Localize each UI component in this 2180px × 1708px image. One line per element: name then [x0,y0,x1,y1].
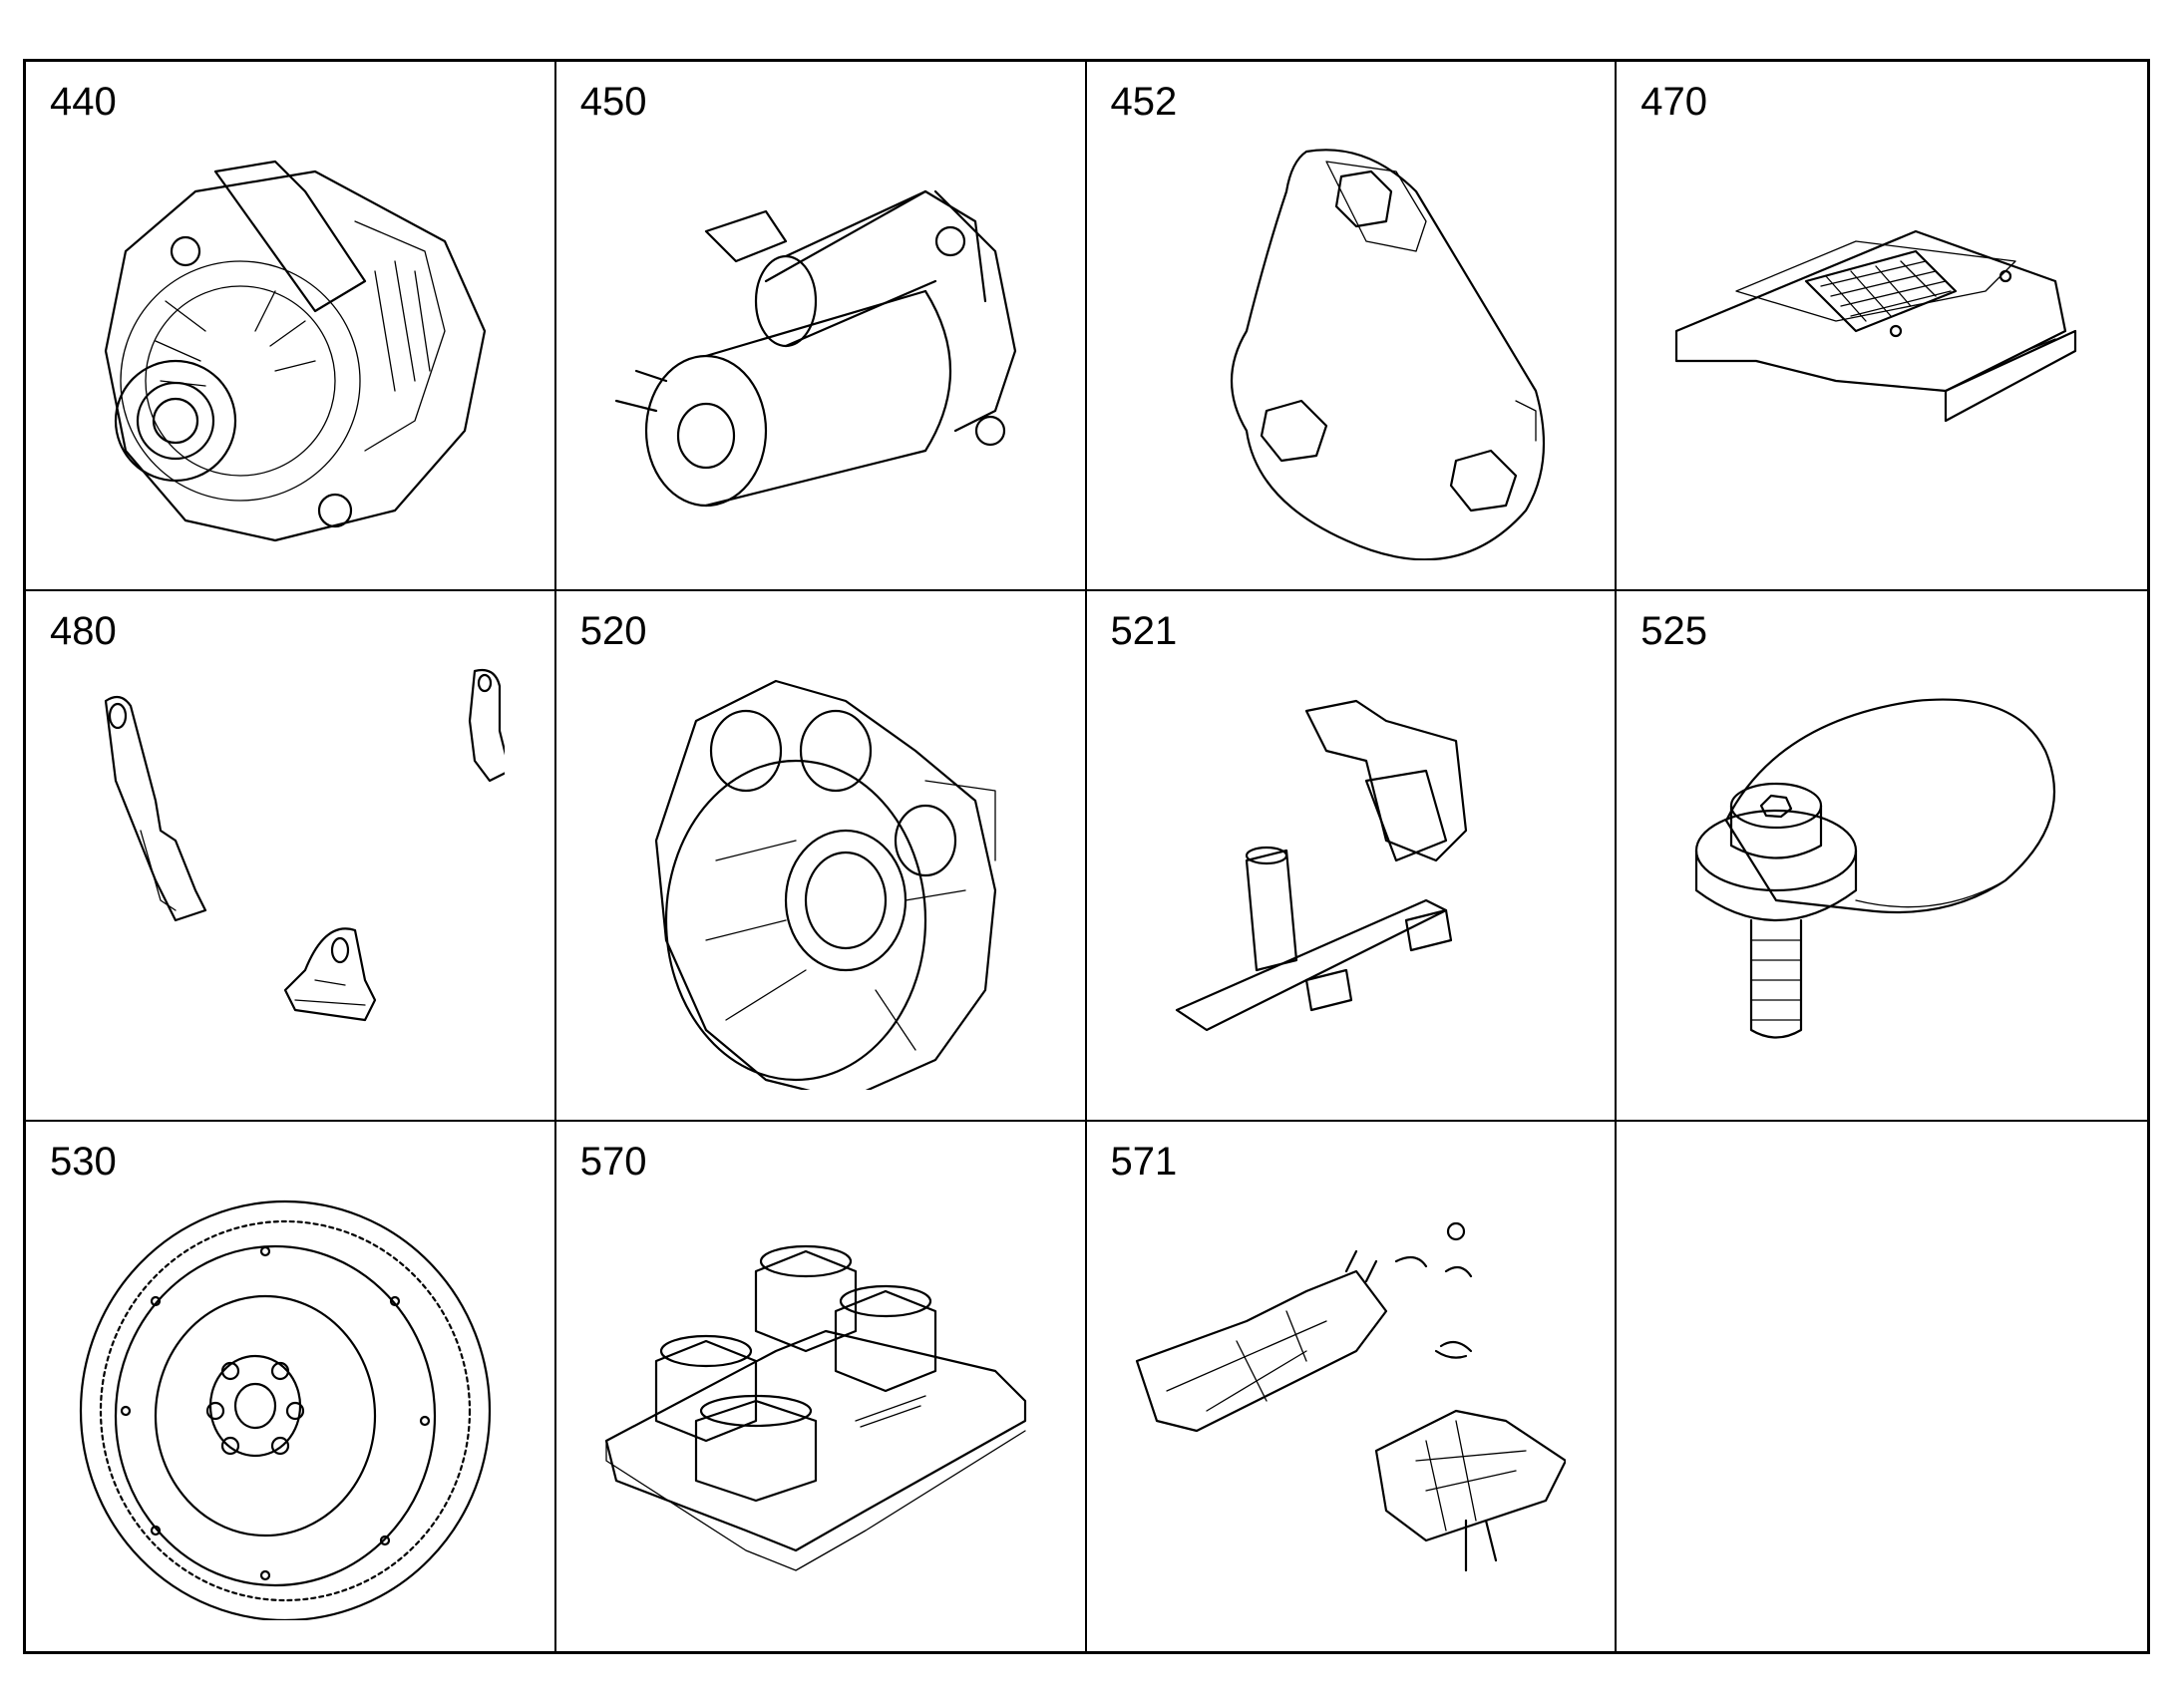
part-cell-571[interactable]: 571 [1086,1121,1618,1651]
empty-cell [1617,1121,2147,1651]
part-number: 452 [1110,80,1178,124]
starter-motor-icon [596,132,1035,560]
part-cell-440[interactable]: 440 [26,62,556,592]
control-unit-icon [1656,132,2095,560]
valve-block-icon [596,1192,1035,1620]
bracket-assembly-icon [1127,661,1566,1090]
flywheel-icon [66,1192,505,1621]
part-number: 470 [1640,80,1707,124]
parts-grid: 440 450 [23,59,2150,1654]
part-number: 480 [50,609,117,654]
part-number: 520 [579,609,647,654]
mounting-brackets-icon [66,661,512,1090]
cover-plate-icon [1127,132,1566,561]
tensioner-pulley-icon [1656,661,2095,1090]
flywheel-housing-icon [596,661,1035,1102]
part-cell-521[interactable]: 521 [1086,591,1618,1122]
part-number: 521 [1110,609,1178,654]
alternator-icon [66,132,505,560]
part-cell-520[interactable]: 520 [555,591,1087,1122]
part-number: 525 [1640,609,1707,654]
part-number: 571 [1110,1139,1178,1184]
part-number: 530 [50,1139,117,1184]
part-cell-450[interactable]: 450 [555,62,1087,592]
part-cell-452[interactable]: 452 [1086,62,1618,592]
part-cell-570[interactable]: 570 [555,1121,1087,1651]
support-frames-icon [1127,1192,1595,1620]
part-cell-530[interactable]: 530 [26,1121,556,1651]
part-cell-480[interactable]: 480 [26,591,556,1122]
part-number: 570 [579,1139,647,1184]
part-cell-525[interactable]: 525 [1617,591,2147,1122]
part-cell-470[interactable]: 470 [1617,62,2147,592]
part-number: 450 [579,80,647,124]
part-number: 440 [50,80,117,124]
